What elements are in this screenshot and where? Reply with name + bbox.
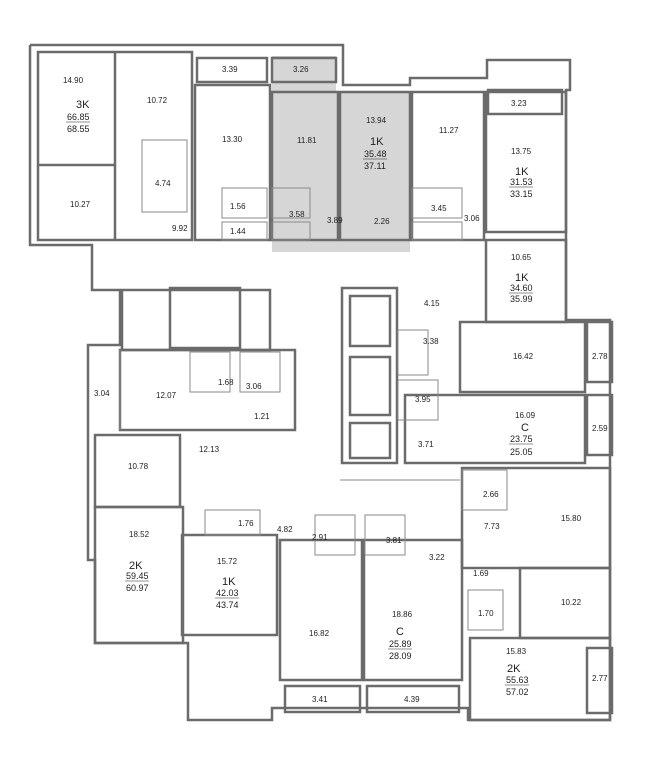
room-area: 12.07 xyxy=(156,391,177,400)
room-area: 3.23 xyxy=(511,99,527,108)
room-area: 3.39 xyxy=(222,65,238,74)
apartment-total-area: 33.15 xyxy=(510,189,533,199)
apartment-total-area: 37.11 xyxy=(364,161,386,171)
room-area: 15.80 xyxy=(561,514,582,523)
room-area: 16.42 xyxy=(513,352,534,361)
room-area: 3.26 xyxy=(293,65,309,74)
room-area: 2.91 xyxy=(312,533,328,542)
room-area: 2.26 xyxy=(374,217,390,226)
room-area: 10.27 xyxy=(70,200,91,209)
room-area: 3.71 xyxy=(418,440,434,449)
apartment-type: 1K xyxy=(515,272,529,284)
room-area: 13.94 xyxy=(366,116,387,125)
room-area: 2.66 xyxy=(483,490,499,499)
room-area: 12.13 xyxy=(199,445,220,454)
room-area: 15.72 xyxy=(217,557,238,566)
apartment-living-area: 42.03 xyxy=(216,588,239,598)
room-area: 2.78 xyxy=(592,352,608,361)
room-area: 9.92 xyxy=(172,224,188,233)
apartment-total-area: 28.09 xyxy=(389,651,412,661)
room-area: 4.74 xyxy=(155,179,171,188)
room-area: 2.59 xyxy=(592,424,608,433)
apartment-type: 2K xyxy=(507,663,521,675)
apartment-type: 1K xyxy=(370,136,384,148)
room-area: 1.21 xyxy=(254,412,270,421)
room-area: 10.78 xyxy=(128,462,149,471)
room-area: 3.58 xyxy=(289,210,305,219)
apartment-labels: 3K 66.85 68.55 1K 35.48 37.11 1K 31.53 3… xyxy=(67,99,533,697)
room-area: 3.04 xyxy=(94,389,110,398)
room-area: 14.90 xyxy=(63,76,84,85)
room-area: 4.39 xyxy=(404,695,420,704)
room-area: 7.73 xyxy=(484,522,500,531)
apartment-type: 1K xyxy=(515,166,529,178)
room-area: 10.72 xyxy=(147,96,168,105)
room-labels: 14.90 10.72 10.27 4.74 3.39 3.26 13.30 1… xyxy=(63,65,608,704)
apartment-living-area: 66.85 xyxy=(67,112,90,122)
room-area: 3.45 xyxy=(431,204,447,213)
apartment-type: C xyxy=(521,422,529,434)
apartment-living-area: 55.63 xyxy=(506,675,529,685)
apartment-living-area: 34.60 xyxy=(510,283,533,293)
apartment-total-area: 35.99 xyxy=(510,294,533,304)
apartment-living-area: 35.48 xyxy=(364,149,387,159)
room-area: 3.22 xyxy=(429,553,445,562)
area-separators xyxy=(66,121,533,686)
apartment-total-area: 68.55 xyxy=(67,124,90,134)
room-area: 13.75 xyxy=(511,147,532,156)
room-area: 4.82 xyxy=(277,525,293,534)
apartment-total-area: 60.97 xyxy=(126,583,149,593)
room-area: 3.41 xyxy=(312,695,328,704)
room-area: 16.82 xyxy=(309,629,330,638)
room-area: 16.09 xyxy=(515,411,536,420)
walls xyxy=(28,43,614,722)
room-area: 4.15 xyxy=(424,299,440,308)
apartment-living-area: 23.75 xyxy=(510,434,533,444)
room-area: 1.76 xyxy=(238,519,254,528)
apartment-type: C xyxy=(396,626,404,638)
apartment-living-area: 31.53 xyxy=(510,177,533,187)
room-area: 11.81 xyxy=(297,136,317,145)
room-area: 18.52 xyxy=(129,530,150,539)
room-area: 3.95 xyxy=(415,395,431,404)
room-area: 3.06 xyxy=(464,214,480,223)
apartment-living-area: 25.89 xyxy=(389,639,412,649)
room-area: 18.86 xyxy=(392,610,413,619)
room-area: 3.81 xyxy=(386,536,402,545)
apartment-type: 1K xyxy=(222,576,236,588)
room-area: 2.77 xyxy=(592,674,608,683)
room-area: 1.69 xyxy=(473,569,489,578)
apartment-total-area: 25.05 xyxy=(510,447,533,457)
room-area: 3.89 xyxy=(327,216,343,225)
room-area: 3.06 xyxy=(246,382,262,391)
room-area: 1.70 xyxy=(478,609,494,618)
apartment-total-area: 43.74 xyxy=(216,600,239,610)
room-area: 1.56 xyxy=(230,202,246,211)
room-area: 13.30 xyxy=(222,135,243,144)
apartment-total-area: 57.02 xyxy=(506,687,529,697)
room-area: 1.44 xyxy=(230,227,246,236)
apartment-type: 3K xyxy=(76,99,90,111)
room-area: 1.68 xyxy=(218,378,234,387)
apartment-living-area: 59.45 xyxy=(126,571,149,581)
room-area: 15.83 xyxy=(506,647,527,656)
room-area: 10.22 xyxy=(561,598,582,607)
room-area: 11.27 xyxy=(439,126,459,135)
room-area: 10.65 xyxy=(511,253,532,262)
inner-lines xyxy=(119,139,508,631)
room-area: 3.38 xyxy=(423,337,439,346)
apartment-type: 2K xyxy=(129,560,143,572)
